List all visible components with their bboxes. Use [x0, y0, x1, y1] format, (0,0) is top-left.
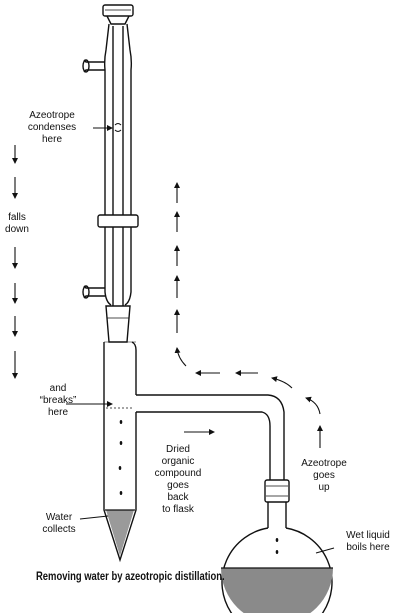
- condensation-mark: [114, 123, 122, 132]
- condenser-top-joint: [102, 4, 134, 25]
- label-wet-liquid-boils: Wet liquid boils here: [346, 530, 390, 553]
- label-water-collects: Water collects: [42, 512, 76, 535]
- leader-water-collects: [79, 515, 109, 520]
- vapor-side-arm: [136, 394, 285, 480]
- label-dried-compound: Dried organic compound goes back to flas…: [154, 444, 202, 515]
- condenser-inner-tube: [112, 26, 124, 306]
- trap-droplets: [118, 420, 123, 495]
- collected-water: [106, 510, 134, 556]
- figure-caption: Removing water by azeotropic distillatio…: [36, 571, 225, 583]
- condenser-clamp: [97, 214, 139, 228]
- label-falls-down: falls down: [5, 212, 29, 235]
- label-azeotrope-condenses: Azeotrope condenses here: [27, 110, 77, 145]
- condenser-outer-jacket: [103, 23, 133, 306]
- condenser-side-arm-upper: [82, 59, 105, 73]
- round-bottom-flask: [221, 527, 333, 613]
- leader-wet-liquid: [315, 547, 335, 554]
- label-azeotrope-goes-up: Azeotrope goes up: [301, 458, 347, 493]
- trap-top-joint: [105, 305, 131, 343]
- trap-tube: [103, 341, 137, 563]
- return-droplets: [275, 538, 279, 554]
- arrows-azeotrope-up: [174, 182, 323, 448]
- label-breaks-here: and “breaks” here: [39, 383, 77, 418]
- flask-liquid: [221, 568, 333, 613]
- condenser-side-arm-lower: [82, 285, 105, 299]
- flask-joint: [264, 479, 290, 528]
